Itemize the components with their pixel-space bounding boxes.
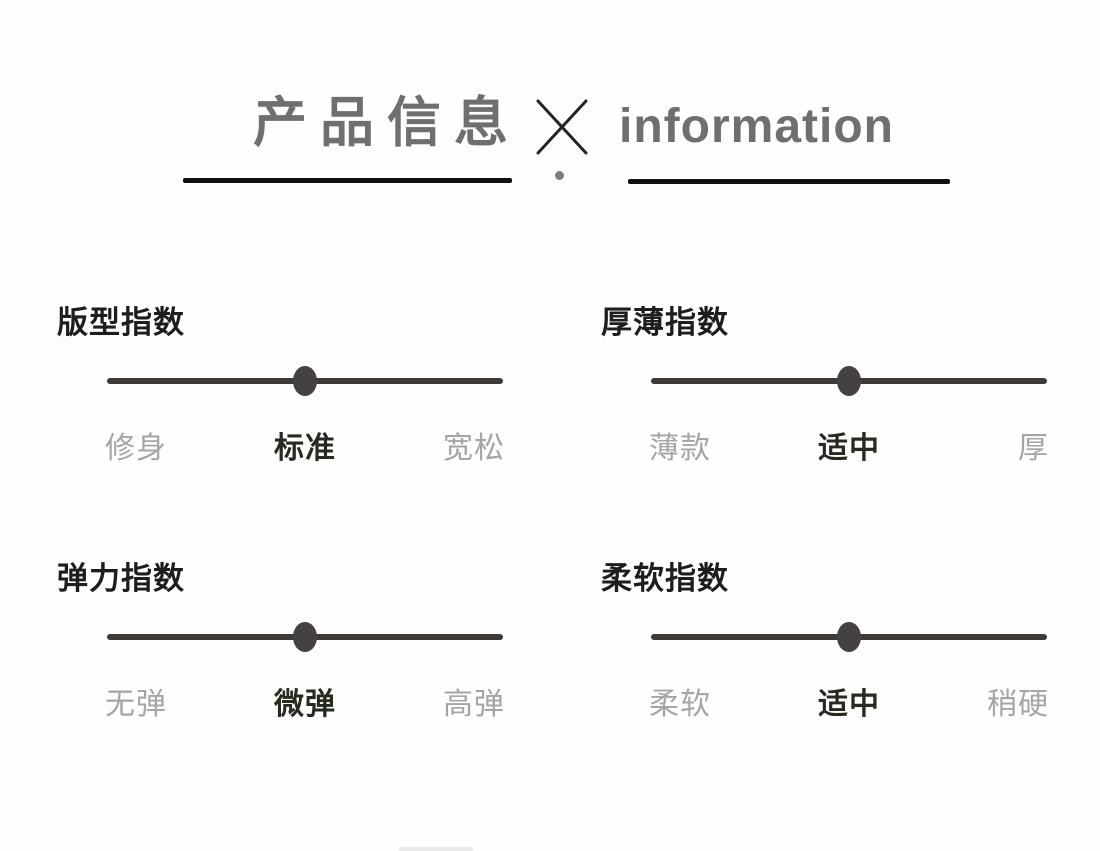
slider-scale-labels: 柔软 适中 稍硬	[649, 679, 1049, 723]
index-card-elasticity: 弹力指数 无弹 微弹 高弹	[57, 553, 505, 733]
separator-dot-icon	[555, 171, 564, 180]
elasticity-slider[interactable]	[107, 622, 503, 652]
slider-title-elasticity: 弹力指数	[57, 561, 185, 596]
slider-scale-labels: 无弹 微弹 高弹	[105, 679, 505, 723]
scale-label-high: 稍硬	[986, 688, 1049, 721]
fit-slider[interactable]	[107, 366, 503, 396]
thickness-slider[interactable]	[651, 366, 1047, 396]
slider-scale-labels: 薄款 适中 厚	[649, 423, 1049, 467]
scale-label-mid-selected: 微弹	[273, 688, 336, 721]
index-card-softness: 柔软指数 柔软 适中 稍硬	[601, 553, 1049, 733]
title-underline-right	[628, 179, 950, 184]
slider-scale-labels: 修身 标准 宽松	[105, 423, 505, 467]
scale-label-high: 宽松	[442, 432, 505, 465]
scale-label-low: 无弹	[105, 688, 167, 721]
slider-title-fit: 版型指数	[57, 305, 185, 340]
scale-label-mid-selected: 适中	[817, 432, 880, 465]
slider-title-thickness: 厚薄指数	[601, 305, 729, 340]
slider-title-softness: 柔软指数	[601, 561, 729, 596]
scale-label-high: 高弹	[442, 688, 505, 721]
x-separator-icon	[536, 99, 588, 155]
index-card-fit: 版型指数 修身 标准 宽松	[57, 297, 505, 477]
page-title-cn: 产品信息	[253, 93, 521, 153]
softness-slider[interactable]	[651, 622, 1047, 652]
cutoff-partial-element	[399, 847, 473, 851]
page-title-en: information	[619, 100, 894, 153]
scale-label-low: 修身	[105, 432, 167, 465]
slider-thumb[interactable]	[293, 366, 317, 396]
slider-thumb[interactable]	[837, 366, 861, 396]
scale-label-high: 厚	[1017, 432, 1049, 465]
scale-label-mid-selected: 标准	[273, 432, 336, 465]
title-underline-left	[183, 178, 512, 183]
scale-label-mid-selected: 适中	[817, 688, 880, 721]
scale-label-low: 柔软	[649, 688, 711, 721]
index-card-thickness: 厚薄指数 薄款 适中 厚	[601, 297, 1049, 477]
slider-thumb[interactable]	[293, 622, 317, 652]
scale-label-low: 薄款	[649, 432, 711, 465]
slider-thumb[interactable]	[837, 622, 861, 652]
